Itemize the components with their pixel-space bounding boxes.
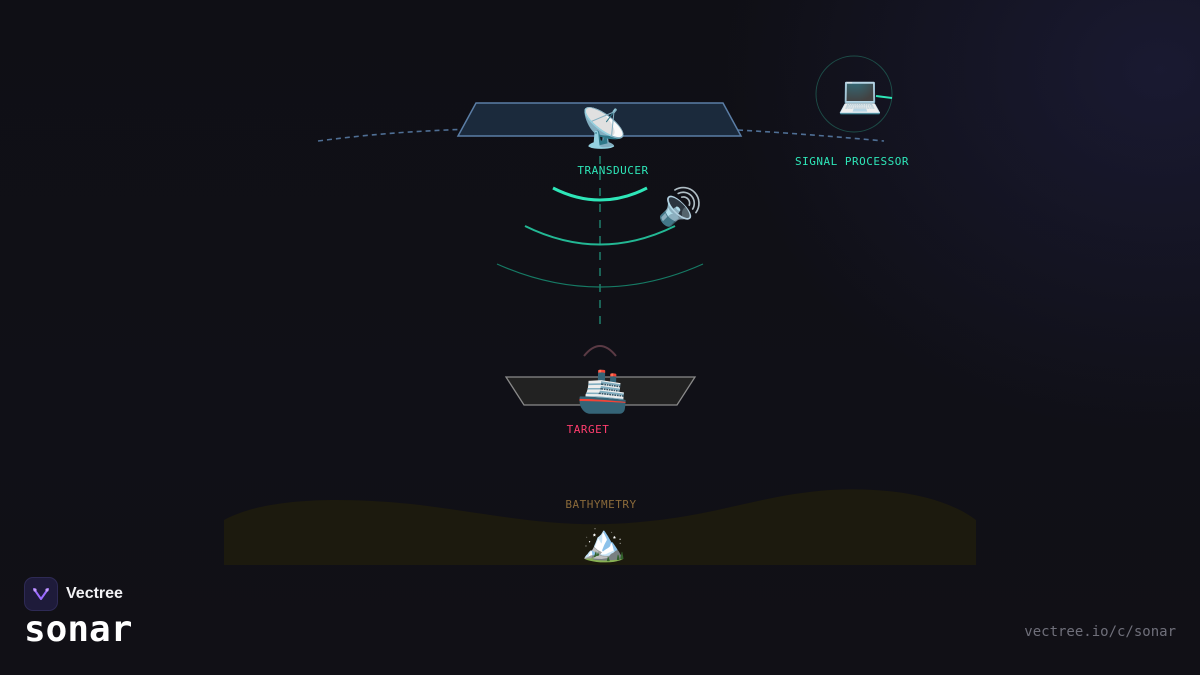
surface-cable-line xyxy=(317,128,471,142)
vectree-logo-icon xyxy=(24,577,58,611)
page-url[interactable]: vectree.io/c/sonar xyxy=(1024,624,1176,640)
processor-ring xyxy=(815,55,893,133)
target-platform xyxy=(504,376,697,406)
brand: Vectree xyxy=(24,577,123,611)
processor-cable-line xyxy=(737,129,885,142)
echo-arc xyxy=(583,345,617,357)
ship-icon: 🚢 xyxy=(577,366,629,415)
bathymetry-label: BATHYMETRY xyxy=(565,498,636,511)
signal-processor-label: SIGNAL PROCESSOR xyxy=(795,155,909,168)
seabed-terrain xyxy=(224,489,976,565)
transducer-platform xyxy=(456,102,743,137)
sonar-wave-2 xyxy=(524,225,676,246)
target-label: TARGET xyxy=(567,423,610,436)
page-title: sonar xyxy=(24,609,133,650)
mountain-icon: 🏔️ xyxy=(582,523,627,564)
sonar-wave-3 xyxy=(496,263,704,288)
transducer-label: TRANSDUCER xyxy=(577,164,648,177)
processor-ring-arc xyxy=(875,95,893,99)
speaker-icon: 🔊 xyxy=(658,185,703,228)
sonar-wave-1 xyxy=(552,186,648,202)
satellite-dish-icon: 📡 xyxy=(580,104,627,150)
brand-name: Vectree xyxy=(66,585,123,602)
laptop-icon: 💻 xyxy=(838,75,883,116)
